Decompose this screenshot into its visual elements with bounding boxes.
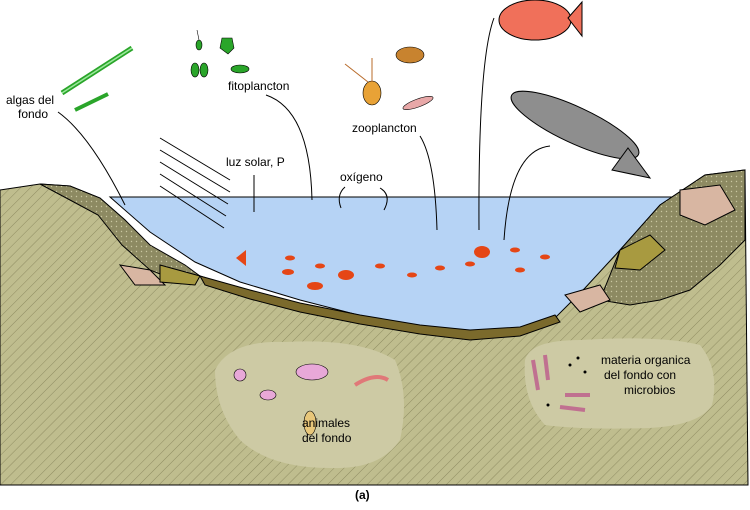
algas-pointer bbox=[57, 111, 126, 206]
organic-matter-label-line1: materia organica bbox=[601, 353, 691, 367]
organic-matter-label-line2: del fondo con bbox=[604, 368, 676, 382]
large-fish-illustration bbox=[498, 0, 652, 179]
fish-pointer-1 bbox=[478, 17, 495, 231]
right-bank-pink-rock bbox=[679, 184, 736, 226]
sunlight-label: luz solar, P bbox=[226, 155, 285, 169]
fish-pointer-2 bbox=[503, 145, 551, 241]
sun-rays bbox=[159, 137, 231, 229]
figure-caption: (a) bbox=[355, 488, 370, 502]
phytoplankton-label: fitoplancton bbox=[228, 79, 289, 93]
oxygen-pointer-right bbox=[379, 187, 388, 211]
small-fish-school bbox=[236, 246, 550, 290]
bottom-algae-illustration bbox=[60, 45, 134, 112]
left-bank-pink-rock bbox=[118, 264, 167, 286]
phytoplankton-illustration bbox=[190, 29, 250, 78]
right-bank-pink-rock-2 bbox=[564, 284, 611, 313]
zooplankton-label: zooplancton bbox=[352, 121, 417, 135]
bottom-animals-zone bbox=[215, 341, 404, 469]
algae-label-line1: algas del bbox=[6, 93, 54, 107]
oxygen-label: oxígeno bbox=[340, 170, 383, 184]
right-bank-ochre-rock bbox=[614, 234, 666, 271]
oxygen-pointer-left bbox=[338, 186, 346, 209]
fitoplancton-pointer bbox=[265, 94, 313, 201]
algae-label-line2: fondo bbox=[18, 107, 48, 121]
bottom-organisms-illustration bbox=[233, 363, 390, 436]
organic-matter-zone bbox=[524, 338, 715, 429]
bottom-animals-label-line2: del fondo bbox=[302, 431, 352, 445]
left-bank-ochre-rock bbox=[159, 264, 201, 286]
zooplancton-pointer bbox=[419, 135, 438, 231]
bottom-sediment bbox=[198, 275, 561, 341]
zooplankton-illustration bbox=[344, 46, 434, 110]
bottom-animals-label-line1: animales bbox=[302, 416, 350, 430]
microbes-illustration bbox=[531, 354, 590, 412]
organic-matter-label-line3: microbios bbox=[624, 383, 675, 397]
